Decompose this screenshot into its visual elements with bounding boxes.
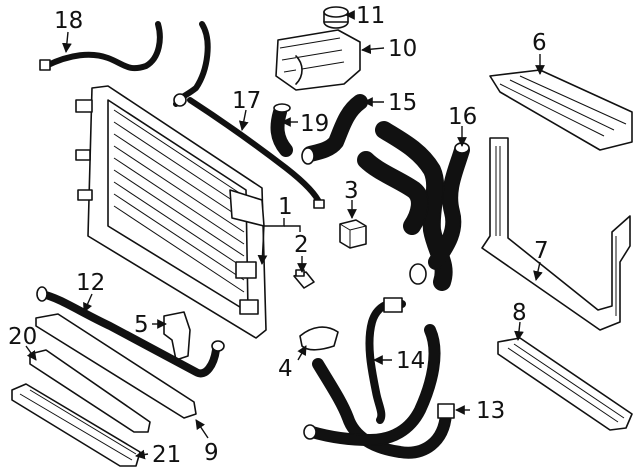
expansion-tank-part-10 bbox=[275, 29, 361, 91]
callout-7: 7 bbox=[534, 238, 549, 264]
callout-21: 21 bbox=[152, 442, 181, 468]
callout-6: 6 bbox=[532, 30, 547, 56]
part-3-block bbox=[339, 219, 367, 249]
radiator bbox=[75, 85, 267, 339]
callout-14: 14 bbox=[396, 348, 425, 374]
callout-9: 9 bbox=[204, 440, 219, 466]
callout-20: 20 bbox=[8, 324, 37, 350]
callout-3: 3 bbox=[344, 178, 359, 204]
part-20-strip bbox=[29, 349, 151, 433]
part-5-bracket bbox=[163, 311, 191, 361]
part-6-air-guide bbox=[489, 69, 633, 151]
pipe-part-12 bbox=[36, 286, 225, 378]
part-21-bracket bbox=[11, 383, 141, 467]
callout-10: 10 bbox=[388, 36, 417, 62]
part-4-cover bbox=[299, 326, 339, 351]
callout-11: 11 bbox=[356, 3, 385, 29]
part-9-strip bbox=[35, 313, 197, 419]
callout-13: 13 bbox=[476, 398, 505, 424]
callout-4: 4 bbox=[278, 356, 293, 382]
hose-part-17 bbox=[173, 21, 325, 209]
part-2-sensor bbox=[293, 269, 315, 289]
callout-labels: 18 11 10 6 17 19 15 16 3 1 2 7 12 8 5 20… bbox=[8, 3, 549, 468]
callout-12: 12 bbox=[76, 270, 105, 296]
hose-part-16 bbox=[357, 121, 470, 291]
cap-part-11 bbox=[323, 6, 349, 29]
callout-18: 18 bbox=[54, 8, 83, 34]
callout-1: 1 bbox=[278, 194, 293, 220]
callout-17: 17 bbox=[232, 88, 261, 114]
hose-part-14 bbox=[365, 297, 406, 424]
hose-part-13 bbox=[303, 324, 455, 459]
callout-2: 2 bbox=[294, 232, 309, 258]
callout-5: 5 bbox=[134, 312, 149, 338]
callout-16: 16 bbox=[448, 104, 477, 130]
part-7-frame bbox=[481, 137, 631, 331]
hose-part-15 bbox=[301, 94, 368, 165]
callout-19: 19 bbox=[300, 111, 329, 137]
part-8-lower-guide bbox=[497, 337, 633, 431]
callout-8: 8 bbox=[512, 300, 527, 326]
leader-lines bbox=[25, 10, 545, 460]
hose-part-19 bbox=[270, 103, 293, 157]
callout-15: 15 bbox=[388, 90, 417, 116]
hose-part-18 bbox=[39, 21, 163, 72]
